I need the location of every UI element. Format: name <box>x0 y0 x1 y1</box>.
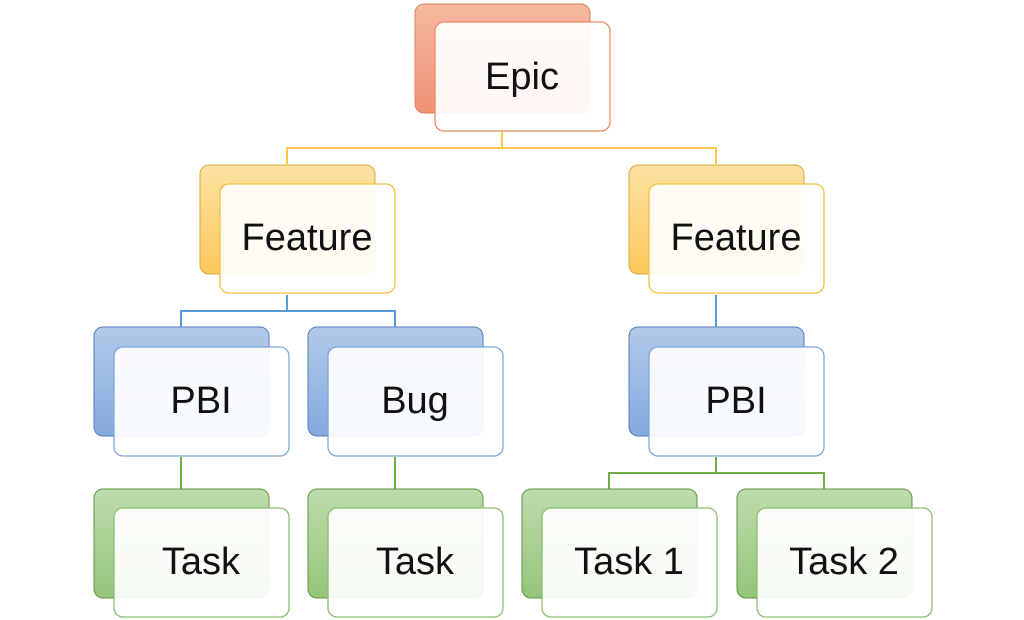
node-task-bug-label: Task <box>376 541 455 583</box>
node-bug-label: Bug <box>381 380 449 422</box>
node-epic: Epic <box>414 3 611 132</box>
node-bug: Bug <box>307 326 504 457</box>
node-task-pbi-card <box>113 507 290 618</box>
connector-epic-feature-right <box>502 147 717 164</box>
connector-feature-left-children <box>180 295 288 327</box>
node-task-1-card <box>541 507 718 618</box>
node-task-1: Task 1 <box>521 488 718 618</box>
node-pbi-left-card <box>113 346 290 457</box>
connectors <box>180 132 825 489</box>
node-task-bug-card <box>327 507 504 618</box>
node-task-bug: Task <box>307 488 504 618</box>
node-task-pbi-label: Task <box>162 541 241 583</box>
connector-feature-left-bug <box>287 310 396 327</box>
node-feature-right-card <box>648 183 825 294</box>
node-pbi-right: PBI <box>628 326 825 457</box>
connector-pbi-right-task-2 <box>716 472 825 489</box>
node-task-2-card <box>756 507 933 618</box>
node-bug-card <box>327 346 504 457</box>
node-pbi-right-card <box>648 346 825 457</box>
node-feature-left: Feature <box>199 164 396 294</box>
node-pbi-left-label: PBI <box>170 380 231 422</box>
node-task-pbi: Task <box>93 488 290 618</box>
node-epic-label: Epic <box>485 56 559 98</box>
node-task-2-label: Task 2 <box>789 541 899 583</box>
node-feature-left-card <box>219 183 396 294</box>
node-task-2: Task 2 <box>736 488 933 618</box>
connector-pbi-right-tasks <box>608 457 717 489</box>
node-pbi-left: PBI <box>93 326 290 457</box>
node-feature-left-label: Feature <box>242 217 373 259</box>
node-epic-card <box>434 21 611 132</box>
node-feature-right: Feature <box>628 164 825 294</box>
node-pbi-right-label: PBI <box>705 380 766 422</box>
connector-epic-features <box>286 132 503 164</box>
node-task-1-label: Task 1 <box>574 541 684 583</box>
node-feature-right-label: Feature <box>671 217 802 259</box>
